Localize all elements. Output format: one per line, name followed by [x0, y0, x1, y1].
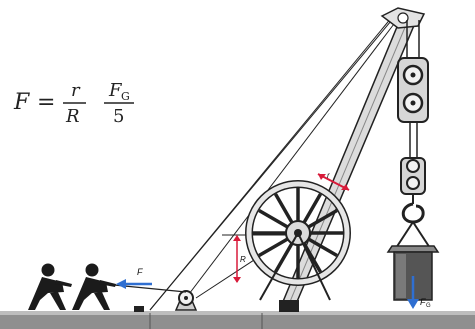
anchor-axle [184, 296, 188, 300]
small-radius-tip [341, 184, 349, 190]
small-radius-label: r [327, 171, 330, 180]
large-radius-tip [233, 277, 241, 283]
large-radius-label: R [240, 255, 246, 264]
winch-wheel [245, 180, 351, 301]
worker-arm [55, 280, 72, 287]
formula-equals: = [37, 90, 55, 115]
large-radius-tip [233, 235, 241, 241]
upper-pulley-block [397, 57, 429, 123]
ground [0, 311, 475, 329]
anchor-pulley [134, 290, 198, 312]
formula-frac2-num-sub: G [121, 90, 130, 103]
wheel-spoke [273, 193, 294, 224]
wheel-support [259, 232, 299, 301]
formula-frac2-num: F [108, 80, 123, 101]
radius-markers: R r [233, 171, 350, 283]
lower-pulley-block [400, 157, 426, 224]
upper-sheave-axle [410, 72, 416, 78]
formula-frac1-den: R [65, 106, 80, 127]
lower-sheave [406, 159, 420, 173]
jib-centerline [288, 12, 412, 305]
worker [28, 263, 72, 310]
wheel-spoke [307, 208, 338, 229]
pull-force-label: F [137, 267, 143, 277]
ground-edge [0, 311, 475, 315]
upper-sheave-axle [410, 100, 416, 106]
wheel-spoke [302, 242, 323, 273]
pull-force-arrow: F [116, 267, 152, 289]
worker-body [28, 277, 64, 310]
worker-leg [94, 292, 110, 310]
wheel-spokes [253, 188, 343, 278]
wheel-spoke [307, 237, 338, 258]
formula-frac1-num: r [71, 80, 81, 101]
pull-rope [103, 283, 187, 293]
anchor-block [134, 306, 144, 312]
lower-sheave [406, 176, 420, 190]
pull-arrow-head [116, 279, 126, 289]
weight-label-sub: G [426, 303, 431, 309]
workers [28, 263, 116, 310]
hoist-rope [406, 20, 420, 160]
formula-frac2-den: 5 [113, 106, 124, 127]
load-highlight [396, 254, 406, 298]
stay-cables [149, 14, 398, 311]
stay-cable [185, 19, 398, 299]
worker-arm [99, 280, 116, 287]
formula: F = r R F G 5 [13, 80, 134, 127]
load-lid [386, 245, 440, 253]
wheel-rim-inner [246, 181, 350, 285]
wheel-support [297, 232, 331, 301]
wheel-spoke [258, 237, 289, 258]
small-radius-tip [318, 174, 326, 180]
weight-force-arrow: F G [407, 276, 431, 309]
head-sheave [397, 12, 409, 24]
worker-head [41, 263, 55, 277]
weight-arrow-head [407, 299, 419, 309]
sling-right [412, 221, 431, 249]
sling-left [395, 221, 414, 249]
worker-leg [50, 292, 66, 310]
ground-slab [0, 311, 475, 329]
worker-head [85, 263, 99, 277]
formula-lhs: F [13, 90, 30, 115]
wheel-spoke [258, 208, 289, 229]
worker-body [72, 277, 108, 310]
worker [72, 263, 116, 310]
hook [401, 202, 425, 224]
wheel-spoke [302, 193, 323, 224]
weight-label: F [420, 297, 426, 307]
stay-cable [149, 14, 397, 311]
jib-foot [279, 300, 299, 312]
